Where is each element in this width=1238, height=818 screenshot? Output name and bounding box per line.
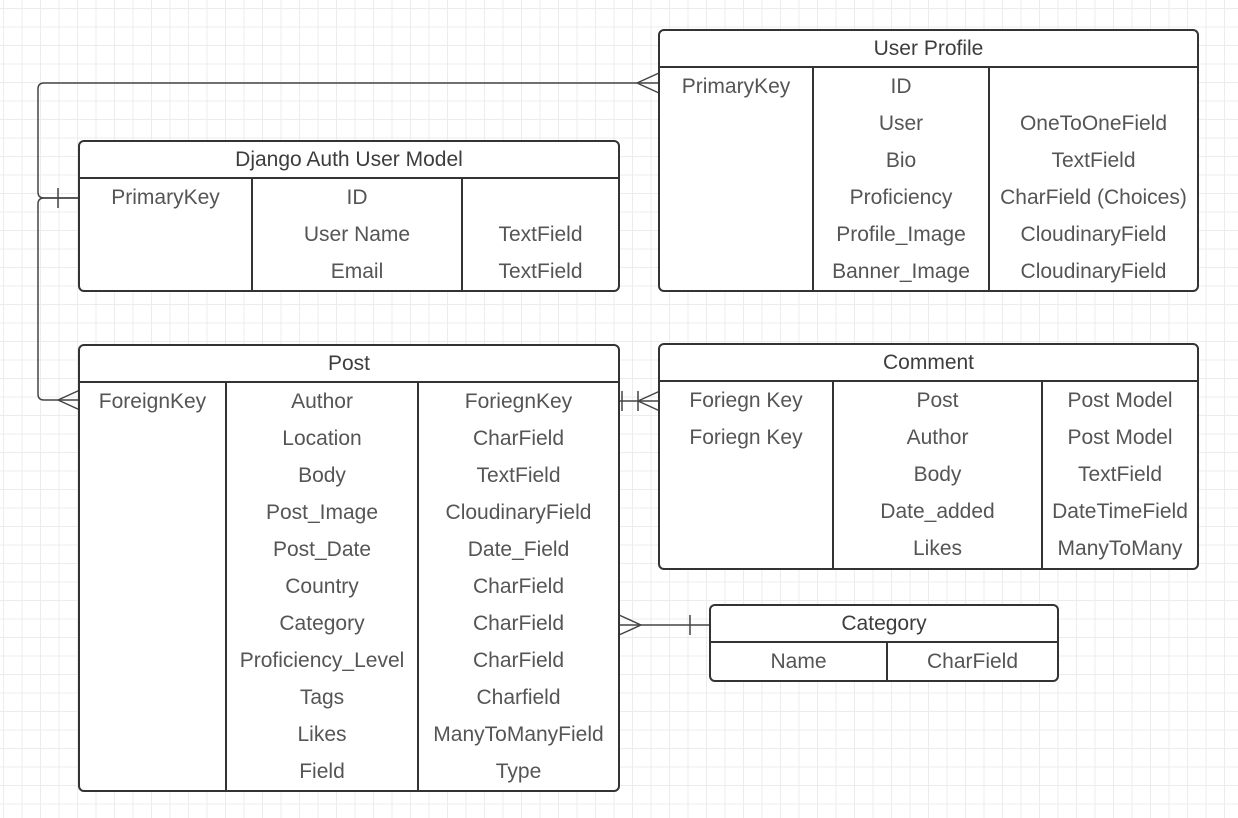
type-cell: TextField [1077,462,1163,486]
field-cell: Post_Image [265,500,379,524]
type-cell: TextField [498,222,583,246]
field-cell: Author [906,425,969,449]
field-cell: Banner_Image [832,259,970,283]
crowfoot-comment [637,390,661,412]
field-cell: Proficiency_Level [239,648,405,672]
type-cell: DateTimeField [1052,499,1188,523]
type-cell: Date_Field [467,537,570,561]
key-cell: PrimaryKey [111,185,220,209]
type-cell [990,68,1197,105]
post-key-column: ForeignKey [80,383,225,790]
post-type-column: ForiegnKey CharField TextField Cloudinar… [417,383,618,790]
auth-user-type-column: TextField TextField [461,179,618,290]
auth-user-title: Django Auth User Model [80,142,618,179]
comment-field-column: Post Author Body Date_added Likes [832,382,1041,568]
category-type-column: CharField [886,643,1057,680]
type-cell: CharField (Choices) [1000,185,1187,209]
field-cell: Likes [297,722,347,746]
type-cell: ManyToMany [1057,536,1183,560]
type-cell: Charfield [476,685,561,709]
post-field-column: Author Location Body Post_Image Post_Dat… [225,383,417,790]
link-auth-user-post [37,197,80,401]
field-cell: Name [770,649,827,673]
type-cell: TextField [476,463,561,487]
type-cell: CharField [472,611,565,635]
user-profile-field-column: ID User Bio Proficiency Profile_Image Ba… [812,68,988,290]
type-cell: CloudinaryField [1020,222,1167,246]
field-cell: Location [282,426,362,450]
comment-table[interactable]: Comment Foriegn Key Foriegn Key Post Aut… [658,343,1199,570]
comment-key-column: Foriegn Key Foriegn Key [660,382,832,568]
field-cell: ID [346,185,368,209]
crowfoot-post-category [618,614,642,636]
auth-user-field-column: ID User Name Email [251,179,461,290]
field-cell: Proficiency [849,185,953,209]
crowfoot-post-author [57,389,81,411]
type-cell: CharField [472,574,565,598]
field-cell: Field [299,759,345,783]
type-cell: CloudinaryField [1020,259,1167,283]
category-field-column: Name [711,643,886,680]
category-table[interactable]: Category Name CharField [709,604,1059,682]
auth-user-table[interactable]: Django Auth User Model PrimaryKey ID Use… [78,140,620,292]
key-cell: PrimaryKey [681,74,791,98]
type-cell: CharField [472,426,565,450]
type-cell [463,179,618,216]
comment-title: Comment [660,345,1197,382]
field-cell: Bio [885,148,917,172]
user-profile-table[interactable]: User Profile PrimaryKey ID User Bio Prof… [658,29,1199,292]
key-cell: ForeignKey [98,389,207,413]
type-cell: Type [495,759,542,783]
post-table[interactable]: Post ForeignKey Author Location Body Pos… [78,344,620,792]
field-cell: ID [890,74,912,98]
type-cell: TextField [498,259,583,283]
field-cell: Body [913,462,962,486]
field-cell: Tags [299,685,345,709]
auth-user-key-column: PrimaryKey [80,179,251,290]
field-cell: Profile_Image [836,222,966,246]
post-title: Post [80,346,618,383]
field-cell: Category [279,611,365,635]
type-cell: ManyToManyField [433,722,604,746]
type-cell: ForiegnKey [464,389,573,413]
type-cell: TextField [1051,148,1136,172]
category-title: Category [711,606,1057,643]
field-cell: Author [291,389,353,413]
field-cell: Post [916,388,959,412]
field-cell: User Name [303,222,411,246]
field-cell: User [878,111,924,135]
type-cell: OneToOneField [1019,111,1168,135]
comment-type-column: Post Model Post Model TextField DateTime… [1041,382,1197,568]
field-cell: Likes [912,536,963,560]
field-cell: Date_added [880,499,995,523]
type-cell: CloudinaryField [445,500,592,524]
key-cell: Foriegn Key [689,425,803,449]
type-cell: Post Model [1067,425,1173,449]
field-cell: Country [285,574,359,598]
field-cell: Body [298,463,346,487]
user-profile-title: User Profile [660,31,1197,68]
type-cell: CharField [472,648,565,672]
crowfoot-profile [636,72,660,94]
key-cell: Foriegn Key [689,388,803,412]
user-profile-key-column: PrimaryKey [660,68,812,290]
field-cell: Post_Date [272,537,372,561]
type-cell: CharField [926,649,1019,673]
field-cell: Email [330,259,384,283]
type-cell: Post Model [1067,388,1173,412]
user-profile-type-column: OneToOneField TextField CharField (Choic… [988,68,1197,290]
